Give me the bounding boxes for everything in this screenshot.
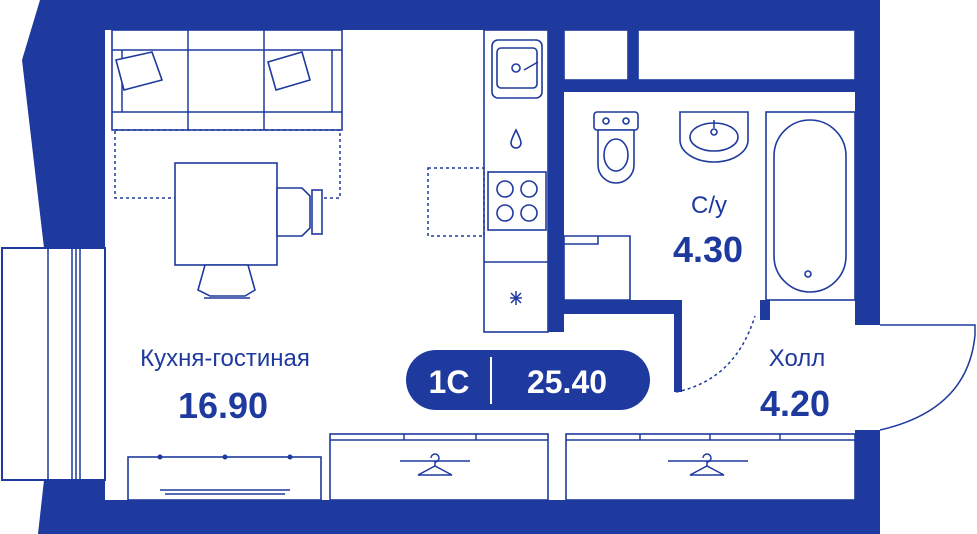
- entrance-door: [675, 315, 976, 431]
- wardrobe-right: [565, 433, 856, 501]
- tv-stand: [127, 454, 322, 501]
- walls: [22, 0, 880, 534]
- washing-machine: [563, 235, 631, 301]
- water-drop-icon: [510, 128, 522, 149]
- wardrobe-left: [329, 433, 549, 501]
- room-name-kitchen-living: Кухня-гостиная: [140, 345, 310, 372]
- room-area-bathroom: 4.30: [673, 229, 743, 270]
- bathtub-icon: [765, 111, 856, 301]
- top-closets: [563, 29, 856, 81]
- apartment-type: 1С: [429, 364, 470, 400]
- bath-sink-icon: [679, 111, 749, 163]
- hanger-icon: [400, 453, 470, 476]
- toilet-icon: [593, 111, 639, 184]
- window-icon: [1, 247, 106, 481]
- hanger-icon: [668, 453, 748, 476]
- kitchen-unit: [427, 29, 549, 333]
- apartment-badge: 1С 25.40: [406, 350, 650, 410]
- apartment-total-area: 25.40: [527, 364, 607, 400]
- armchair-icon: [174, 162, 323, 299]
- sink-icon: [491, 39, 543, 99]
- fridge-icon: [510, 291, 522, 305]
- room-area-hall: 4.20: [760, 383, 830, 424]
- room-name-hall: Холл: [769, 345, 826, 372]
- stove-icon: [487, 171, 547, 231]
- room-name-bathroom: С/у: [691, 192, 727, 219]
- sofa-icon: [111, 29, 343, 199]
- room-area-kitchen-living: 16.90: [178, 385, 268, 426]
